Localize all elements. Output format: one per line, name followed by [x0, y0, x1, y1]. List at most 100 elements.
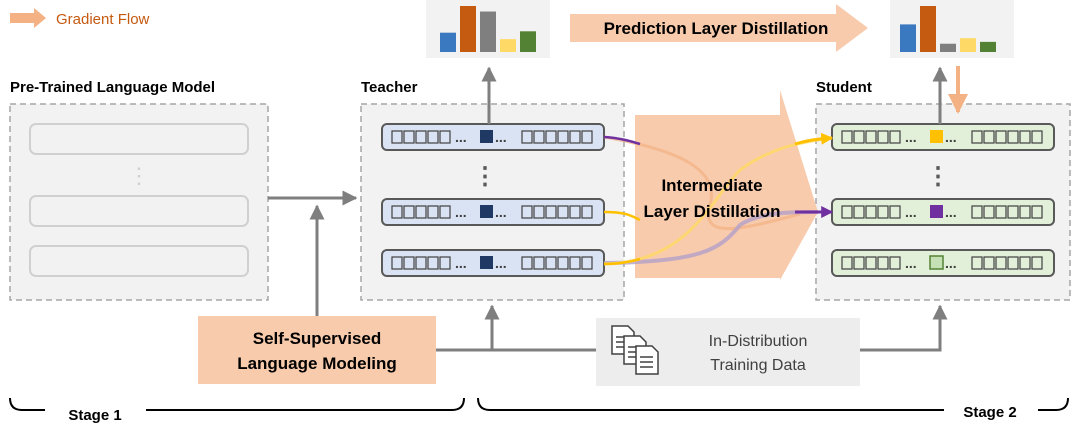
teacher-layer-middle: ...... [381, 198, 605, 226]
token-cell [569, 205, 581, 219]
teacher-bar-chart [440, 6, 536, 52]
token-cell [841, 205, 853, 219]
token-cell [865, 256, 877, 270]
bar [440, 32, 456, 52]
token-cell [557, 130, 569, 144]
ellipsis: ... [945, 255, 957, 271]
token-cell [403, 256, 415, 270]
teacher-layers: .................. [381, 123, 605, 277]
teacher-title: Teacher [361, 79, 418, 96]
token-cell [877, 205, 889, 219]
ellipsis: ... [495, 129, 507, 145]
token-cell [1007, 130, 1019, 144]
data-line1: In-Distribution [709, 333, 808, 350]
stage1-label: Stage 1 [68, 407, 121, 424]
token-cell [865, 130, 877, 144]
token-cell [521, 205, 533, 219]
ellipsis: ... [495, 255, 507, 271]
token-cell [853, 256, 865, 270]
legend-label: Gradient Flow [56, 11, 150, 28]
highlight-token [930, 130, 943, 143]
token-cell [971, 130, 983, 144]
token-cell [877, 256, 889, 270]
data-line2: Training Data [710, 357, 806, 374]
token-cell [427, 205, 439, 219]
teacher-vdots: ⋮ [473, 163, 497, 190]
highlight-token [930, 205, 943, 218]
student-layer-middle: ...... [831, 198, 1055, 226]
bar [900, 24, 916, 52]
token-cell [1031, 130, 1043, 144]
bar [940, 43, 956, 52]
teacher-layer-top: ...... [381, 123, 605, 151]
token-cell [1019, 130, 1031, 144]
teacher-top-purple-stub [603, 135, 641, 146]
ellipsis: ... [905, 129, 917, 145]
teacher-top-link [603, 135, 801, 231]
student-title: Student [816, 79, 872, 96]
gold-stub-bottom [603, 257, 641, 266]
token-cell [415, 256, 427, 270]
token-cell [581, 205, 593, 219]
gradient-flow-arrow-icon [10, 8, 46, 28]
stage2-bracket: Stage 2 [477, 397, 1069, 421]
token-cell [415, 205, 427, 219]
token-cell [545, 256, 557, 270]
token-cell [1031, 256, 1043, 270]
teacher-mid-gold-link [603, 210, 641, 222]
ssl-box [198, 316, 436, 384]
ellipsis: ... [945, 204, 957, 220]
highlight-token [480, 205, 493, 218]
token-cell [889, 130, 901, 144]
teacher-layer-bottom: ...... [381, 249, 605, 277]
token-cell [415, 130, 427, 144]
ellipsis: ... [905, 204, 917, 220]
highlight-token [929, 255, 944, 270]
ellipsis: ... [455, 204, 467, 220]
stage1-bracket: Stage 1 [9, 397, 465, 424]
bar [500, 39, 516, 52]
token-cell [427, 130, 439, 144]
token-cell [841, 256, 853, 270]
stage2-label: Stage 2 [963, 404, 1016, 421]
bar [980, 41, 996, 52]
token-cell [391, 205, 403, 219]
stage2-bracket-left [477, 397, 944, 411]
ellipsis: ... [495, 204, 507, 220]
bar [920, 6, 936, 52]
pretrained-layer-top [29, 123, 249, 155]
token-cell [971, 205, 983, 219]
student-layer-top: ...... [831, 123, 1055, 151]
stage1-bracket-left [9, 397, 45, 411]
token-cell [983, 256, 995, 270]
token-cell [983, 205, 995, 219]
token-cell [853, 130, 865, 144]
token-cell [971, 256, 983, 270]
token-cell [995, 130, 1007, 144]
token-cell [439, 205, 451, 219]
token-cell [545, 205, 557, 219]
bar [480, 11, 496, 52]
token-cell [877, 130, 889, 144]
bar [520, 31, 536, 52]
highlight-token [480, 130, 493, 143]
token-cell [995, 256, 1007, 270]
pretrained-panel: ⋮ [9, 103, 269, 301]
token-cell [557, 205, 569, 219]
token-cell [569, 256, 581, 270]
token-cell [995, 205, 1007, 219]
token-cell [439, 256, 451, 270]
token-cell [841, 130, 853, 144]
token-cell [1019, 205, 1031, 219]
token-cell [391, 256, 403, 270]
ellipsis: ... [455, 255, 467, 271]
token-cell [581, 256, 593, 270]
ssl-line1: Self-Supervised [253, 329, 382, 348]
token-cell [889, 205, 901, 219]
teacher-bottom-purple-link [603, 210, 819, 265]
token-cell [557, 256, 569, 270]
intermediate-label-line1: Intermediate [661, 176, 762, 195]
pretrained-vdots: ⋮ [128, 163, 150, 188]
token-cell [983, 130, 995, 144]
